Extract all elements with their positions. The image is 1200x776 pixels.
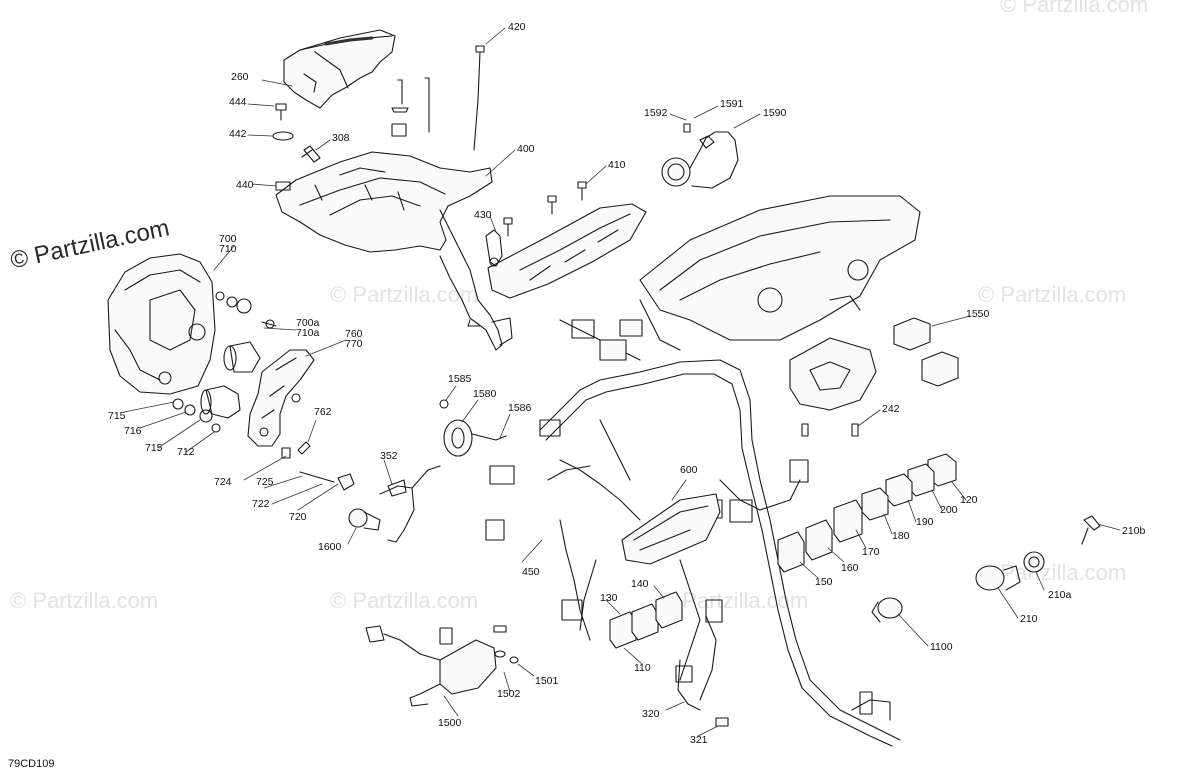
callout-715[interactable]: 715	[145, 442, 163, 454]
callout-600[interactable]: 600	[680, 464, 698, 476]
bracket-400	[275, 151, 513, 351]
callout-1100[interactable]: 1100	[930, 641, 953, 653]
callout-420[interactable]: 420	[508, 21, 526, 33]
callout-710a[interactable]: 710a	[296, 327, 320, 339]
motor-1500	[365, 625, 519, 707]
callout-720[interactable]: 720	[289, 511, 307, 523]
callout-700[interactable]: 700	[219, 233, 237, 245]
bracket-760	[247, 349, 315, 447]
horn-1580	[439, 399, 507, 457]
callout-1502[interactable]: 1502	[497, 688, 521, 700]
watermark: © Partzilla.com	[1000, 0, 1149, 17]
board-242	[789, 337, 877, 437]
switch-1100	[871, 597, 903, 623]
callout-450[interactable]: 450	[522, 566, 540, 578]
panel-410	[487, 203, 647, 299]
housing-700	[107, 253, 277, 395]
ignition-210	[975, 515, 1101, 591]
console-housing	[639, 195, 921, 341]
callout-352[interactable]: 352	[380, 450, 398, 462]
callout-700a[interactable]: 700a	[296, 317, 320, 329]
callout-1600[interactable]: 1600	[318, 541, 342, 553]
callout-1550[interactable]: 1550	[966, 308, 990, 320]
part-430	[485, 229, 503, 267]
callout-442[interactable]: 442	[229, 128, 247, 140]
callout-770[interactable]: 770	[345, 338, 363, 350]
callout-712[interactable]: 712	[177, 446, 195, 458]
callout-1586[interactable]: 1586	[508, 402, 532, 414]
callout-1501[interactable]: 1501	[535, 675, 559, 687]
callout-120[interactable]: 120	[960, 494, 978, 506]
callout-260[interactable]: 260	[231, 71, 249, 83]
relays-1550	[893, 317, 959, 387]
callout-410[interactable]: 410	[608, 159, 626, 171]
callout-762[interactable]: 762	[314, 406, 332, 418]
callout-725[interactable]: 725	[256, 476, 274, 488]
callout-716[interactable]: 716	[124, 425, 142, 437]
callout-308[interactable]: 308	[332, 132, 350, 144]
callout-210b[interactable]: 210b	[1122, 525, 1146, 537]
sensor-1590	[661, 123, 739, 189]
relays-130-140	[609, 591, 683, 649]
callout-400[interactable]: 400	[517, 143, 535, 155]
cluster-600	[621, 493, 721, 565]
harness-352	[379, 465, 441, 543]
callout-200[interactable]: 200	[940, 504, 958, 516]
cover-260	[283, 29, 396, 109]
connector-1600	[348, 508, 381, 531]
callout-722[interactable]: 722	[252, 498, 270, 510]
callout-130[interactable]: 130	[600, 592, 618, 604]
watermark: © Partzilla.com	[10, 588, 159, 613]
callout-1592[interactable]: 1592	[644, 107, 668, 119]
callout-1590[interactable]: 1590	[763, 107, 787, 119]
callout-444[interactable]: 444	[229, 96, 247, 108]
callout-242[interactable]: 242	[882, 403, 900, 415]
callout-140[interactable]: 140	[631, 578, 649, 590]
watermark: © Partzilla.com	[330, 282, 479, 307]
main-harness	[485, 279, 901, 747]
callout-1591[interactable]: 1591	[720, 98, 744, 110]
callout-760[interactable]: 760	[345, 328, 363, 340]
leader-lines	[123, 27, 1121, 737]
washers-left	[172, 398, 355, 491]
callout-190[interactable]: 190	[916, 516, 934, 528]
callout-180[interactable]: 180	[892, 530, 910, 542]
callout-724[interactable]: 724	[214, 476, 232, 488]
callout-1585[interactable]: 1585	[448, 373, 472, 385]
callout-210[interactable]: 210	[1020, 613, 1038, 625]
fasteners-top	[272, 45, 587, 237]
watermark: © Partzilla.com	[330, 588, 479, 613]
callout-160[interactable]: 160	[841, 562, 859, 574]
callout-210a[interactable]: 210a	[1048, 589, 1072, 601]
callout-110[interactable]: 110	[634, 662, 651, 674]
watermark: © Partzilla.com	[978, 282, 1127, 307]
callout-150[interactable]: 150	[815, 576, 833, 588]
callout-430[interactable]: 430	[474, 209, 492, 221]
relay-row	[777, 453, 957, 573]
callout-1580[interactable]: 1580	[473, 388, 497, 400]
callout-1500[interactable]: 1500	[438, 717, 462, 729]
diagram-code: 79CD109	[8, 758, 55, 770]
callout-321[interactable]: 321	[690, 734, 708, 746]
callout-710[interactable]: 710	[219, 243, 237, 255]
callout-320[interactable]: 320	[642, 708, 660, 720]
harness-320	[677, 615, 729, 727]
callout-440[interactable]: 440	[236, 179, 254, 191]
callout-170[interactable]: 170	[862, 546, 880, 558]
watermark: © Partzilla.com	[660, 588, 809, 613]
callout-715[interactable]: 715	[108, 410, 126, 422]
